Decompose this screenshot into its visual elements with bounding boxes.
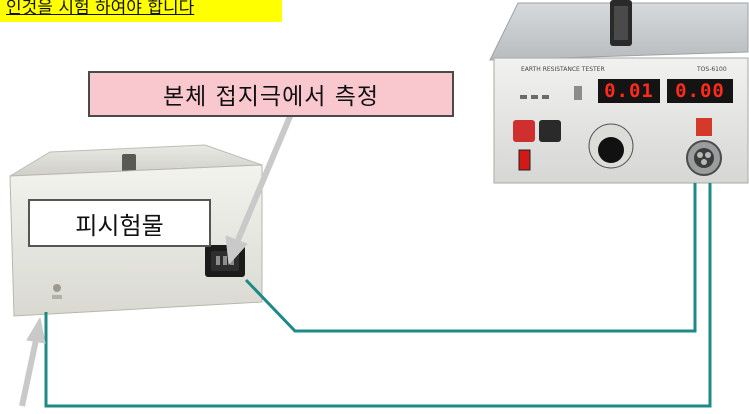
right-display xyxy=(667,79,733,103)
dut-label-text: 피시험물 xyxy=(75,211,164,240)
lead-to-inlet xyxy=(244,183,697,333)
callout-arrow-shaft xyxy=(235,112,294,242)
callout-arrow-head xyxy=(225,235,248,266)
stop-button xyxy=(539,120,561,142)
tester-model: TOS-6100 xyxy=(697,66,727,73)
tester-title: EARTH RESISTANCE TESTER xyxy=(521,66,605,73)
top-banner-text: 인것을 시험 하여야 합니다 xyxy=(6,0,195,18)
display-left-value: 0.01 xyxy=(604,80,654,102)
chassis-arrow-shaft xyxy=(19,339,39,407)
left-display xyxy=(598,79,660,103)
display-right-value: 0.00 xyxy=(675,80,725,102)
dut-handle xyxy=(122,154,136,174)
start-button xyxy=(513,120,535,142)
measurement-callout: 본체 접지극에서 측정 xyxy=(88,71,454,117)
control-knob xyxy=(598,137,624,163)
pointer-arrows xyxy=(19,112,294,407)
earth-resistance-tester xyxy=(489,0,749,184)
test-leads xyxy=(44,183,712,408)
top-banner: 인것을 시험 하여야 합니다 xyxy=(0,0,282,22)
power-switch xyxy=(518,149,531,171)
dut-label-box: 피시험물 xyxy=(28,199,211,247)
callout-text: 본체 접지극에서 측정 xyxy=(162,84,380,110)
chassis-arrow-head xyxy=(26,316,46,344)
lead-to-chassis xyxy=(44,183,712,408)
